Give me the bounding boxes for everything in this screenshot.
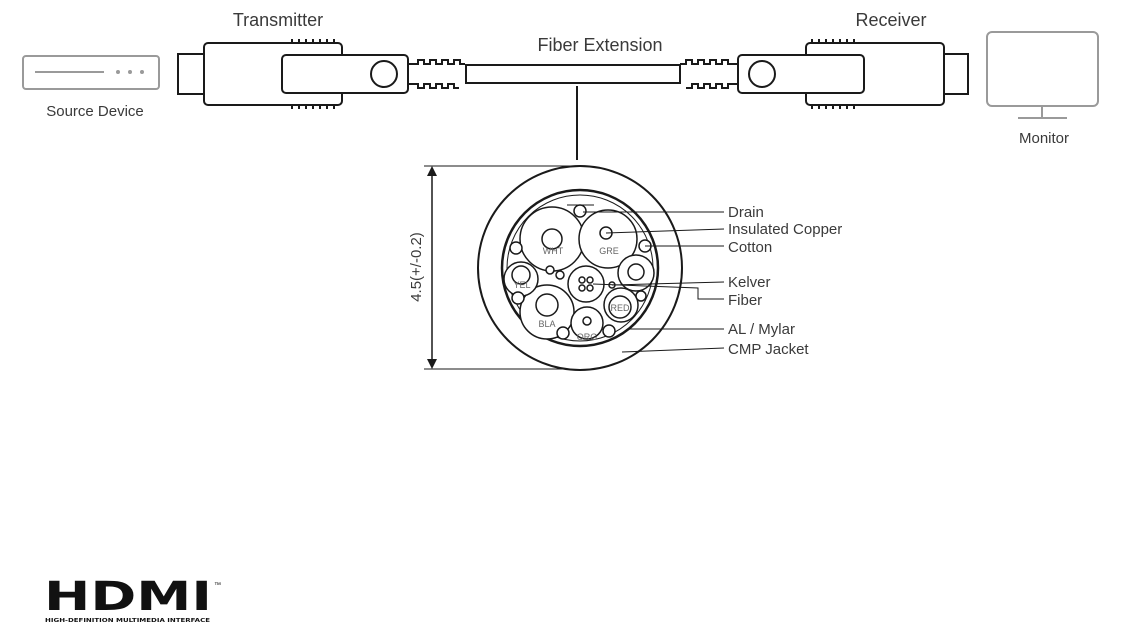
callout-al-mylar: AL / Mylar: [728, 321, 795, 338]
wire-org: ORG: [577, 332, 598, 342]
monitor-icon: [986, 31, 1099, 119]
dimension-label: 4.5(+/-0.2): [408, 232, 425, 302]
monitor-label: Monitor: [1019, 130, 1069, 147]
hdmi-tagline: HIGH-DEFINITION MULTIMEDIA INTERFACE: [45, 618, 210, 624]
wire-gre: GRE: [599, 246, 619, 256]
transmitter-connector: [177, 39, 467, 109]
wire-yel: YEL: [513, 280, 530, 290]
fiber-extension-label: Fiber Extension: [537, 35, 662, 55]
source-device-label: Source Device: [46, 103, 144, 120]
callout-cmp-jacket: CMP Jacket: [728, 341, 809, 358]
callout-insulated-copper: Insulated Copper: [728, 221, 842, 238]
callout-cotton: Cotton: [728, 239, 772, 256]
receiver-connector: [679, 39, 969, 109]
fiber-cable: [466, 64, 680, 160]
wire-bla: BLA: [538, 319, 555, 329]
hdmi-logo: HDMI ™ HIGH-DEFINITION MULTIMEDIA INTERF…: [44, 574, 221, 624]
callout-fiber: Fiber: [728, 292, 762, 309]
hdmi-logo-text: HDMI: [44, 574, 212, 620]
callout-kelver: Kelver: [728, 274, 771, 291]
receiver-label: Receiver: [855, 10, 926, 30]
source-device-icon: [22, 55, 160, 90]
callout-drain: Drain: [728, 204, 764, 221]
cable-cross-section: [477, 165, 683, 371]
callout-leaders: [583, 211, 725, 353]
transmitter-label: Transmitter: [233, 10, 323, 30]
dimension-indicator: [424, 165, 580, 370]
wire-wht: WHT: [543, 246, 564, 256]
hdmi-trademark: ™: [214, 582, 221, 589]
wire-red: RED: [610, 303, 630, 313]
